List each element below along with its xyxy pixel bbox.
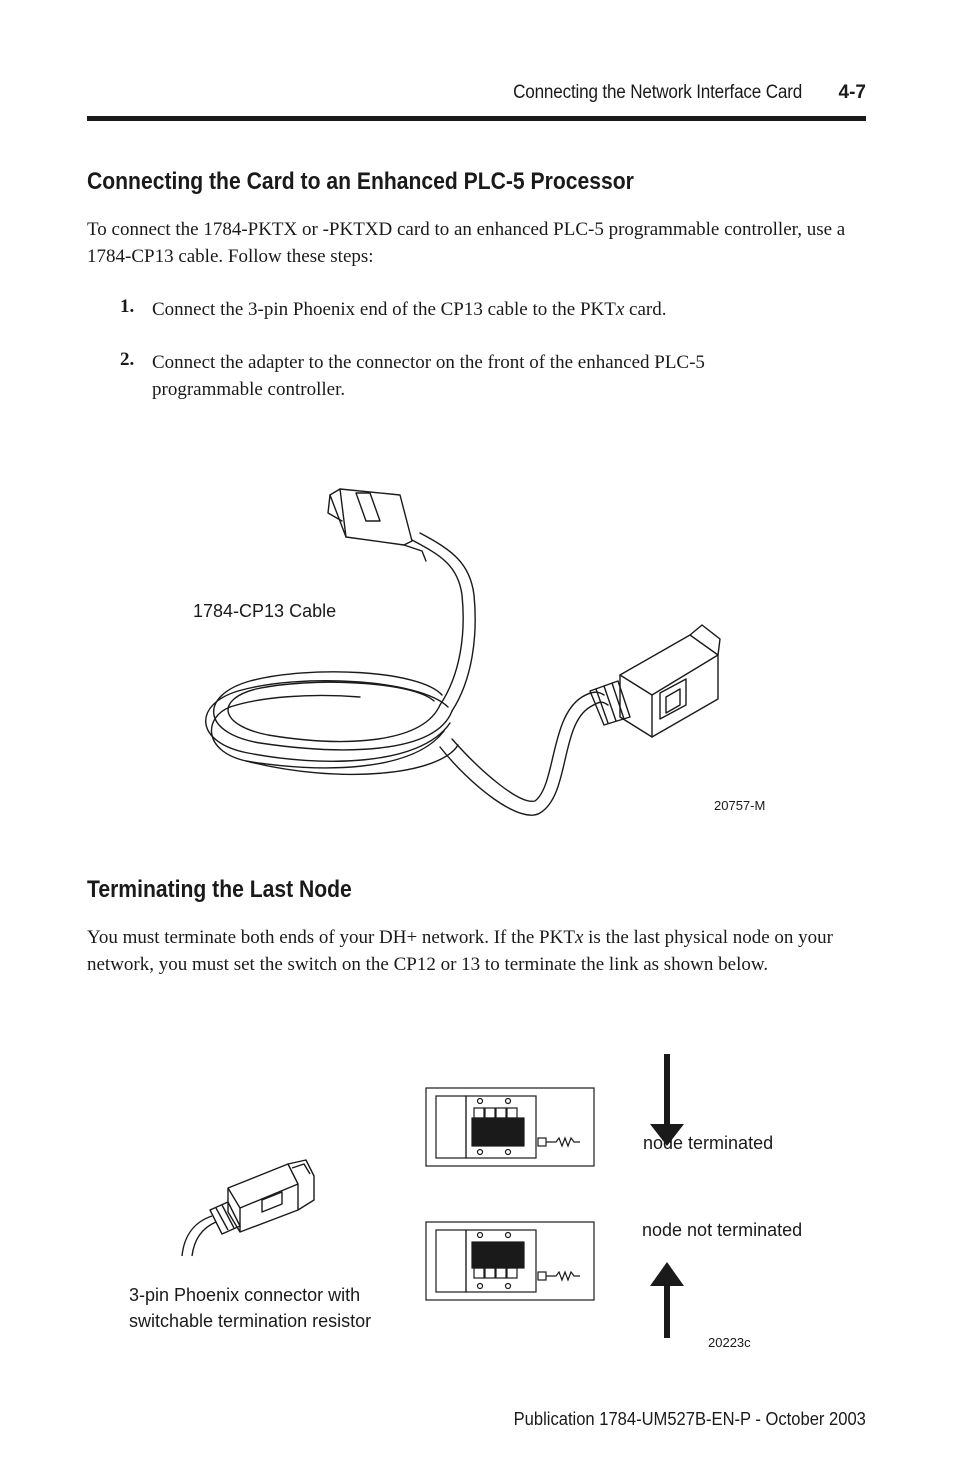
running-header: Connecting the Network Interface Card 4-… — [480, 82, 866, 108]
cp13-cable-illustration — [205, 488, 721, 816]
step-text: Connect the adapter to the connector on … — [152, 352, 705, 400]
terminating-paragraph: You must terminate both ends of your DH+… — [87, 927, 833, 975]
section-heading-plc5: Connecting the Card to an Enhanced PLC-5… — [87, 168, 634, 195]
connector-label: 3-pin Phoenix connector with switchable … — [129, 1285, 372, 1331]
footer-publication: Publication 1784-UM527B-EN-P - October 2… — [513, 1409, 866, 1429]
step-number: 1. — [120, 296, 135, 317]
arrow-up-icon — [650, 1262, 684, 1338]
section-heading-terminating: Terminating the Last Node — [87, 876, 352, 903]
cable-label: 1784-CP13 Cable — [193, 601, 337, 621]
running-title: Connecting the Network Interface Card — [513, 82, 802, 103]
switch-terminated-diagram — [425, 1087, 595, 1167]
switch-not-terminated-diagram — [425, 1221, 595, 1301]
figure-id-termination: 20223c — [708, 1335, 751, 1350]
step-text: Connect the 3-pin Phoenix end of the CP1… — [152, 299, 667, 320]
phoenix-connector-icon — [181, 1159, 315, 1257]
step-item: 2. Connect the adapter to the connector … — [120, 349, 860, 403]
step-number: 2. — [120, 349, 135, 370]
step-list: 1. Connect the 3-pin Phoenix end of the … — [120, 296, 860, 403]
arrow-down-icon — [650, 1054, 684, 1146]
node-terminated-label: node terminated — [643, 1133, 774, 1153]
header-rule — [87, 116, 866, 121]
page-number: 4-7 — [838, 82, 866, 103]
termination-switch-illustration — [181, 1054, 684, 1338]
figure-id-cable: 20757-M — [714, 798, 766, 813]
step-item: 1. Connect the 3-pin Phoenix end of the … — [120, 296, 860, 323]
node-not-terminated-label: node not terminated — [642, 1220, 803, 1240]
section-intro-paragraph: To connect the 1784-PKTX or -PKTXD card … — [87, 219, 846, 267]
